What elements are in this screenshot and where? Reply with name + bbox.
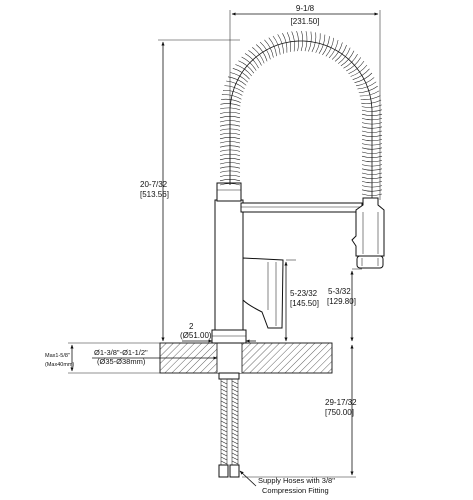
- spout-arm: [240, 202, 363, 213]
- width-mm-label: [231.50]: [291, 17, 320, 26]
- deck-inch-label: Max1-5/8": [45, 353, 70, 359]
- hole-inch-label: Ø1-3/8"-Ø1-1/2": [94, 348, 148, 357]
- dimension-deck-thickness: Max1-5/8" (Max40mm): [45, 342, 160, 374]
- coil-spring: [219, 30, 383, 198]
- hose-mm-label: [750.00]: [325, 408, 354, 417]
- faucet-base: [211, 329, 247, 344]
- spout-mm-label: [145.50]: [290, 299, 319, 308]
- dimension-sprayer-height: 5-3/32 [129.80]: [327, 268, 362, 342]
- base-inch-label: 2: [189, 322, 194, 331]
- height-mm-label: [513.56]: [140, 190, 169, 199]
- dimension-height: 20-7/32 [513.56]: [140, 39, 240, 342]
- width-inch-label: 9-1/8: [296, 4, 315, 13]
- faucet-handle: [242, 257, 284, 329]
- deck-mm-label: (Max40mm): [45, 362, 75, 368]
- dimension-spout-height: 5-23/32 [145.50]: [284, 259, 319, 342]
- dimension-hole-diameter: Ø1-3/8"-Ø1-1/2" (Ø35-Ø38mm): [92, 348, 218, 366]
- faucet-column: [214, 182, 244, 331]
- hose-inch-label: 29-17/32: [325, 398, 357, 407]
- sprayer-inch-label: 5-3/32: [328, 287, 351, 296]
- dimension-width: 9-1/8 [231.50]: [229, 4, 381, 200]
- dimension-base-diameter: 2 (Ø51.00): [180, 322, 256, 343]
- sprayer-head: [351, 197, 385, 269]
- base-mm-label: (Ø51.00): [180, 331, 212, 340]
- dimension-hose-length: 29-17/32 [750.00]: [242, 344, 357, 478]
- supply-hose-callout: Supply Hoses with 3/8" Compression Fitti…: [239, 470, 335, 495]
- hole-mm-label: (Ø35-Ø38mm): [97, 357, 146, 366]
- callout-line-2: Compression Fitting: [262, 486, 329, 495]
- height-inch-label: 20-7/32: [140, 180, 168, 189]
- spout-inch-label: 5-23/32: [290, 289, 318, 298]
- sprayer-mm-label: [129.80]: [327, 297, 356, 306]
- supply-hoses: [218, 372, 240, 478]
- callout-line-1: Supply Hoses with 3/8": [258, 476, 335, 485]
